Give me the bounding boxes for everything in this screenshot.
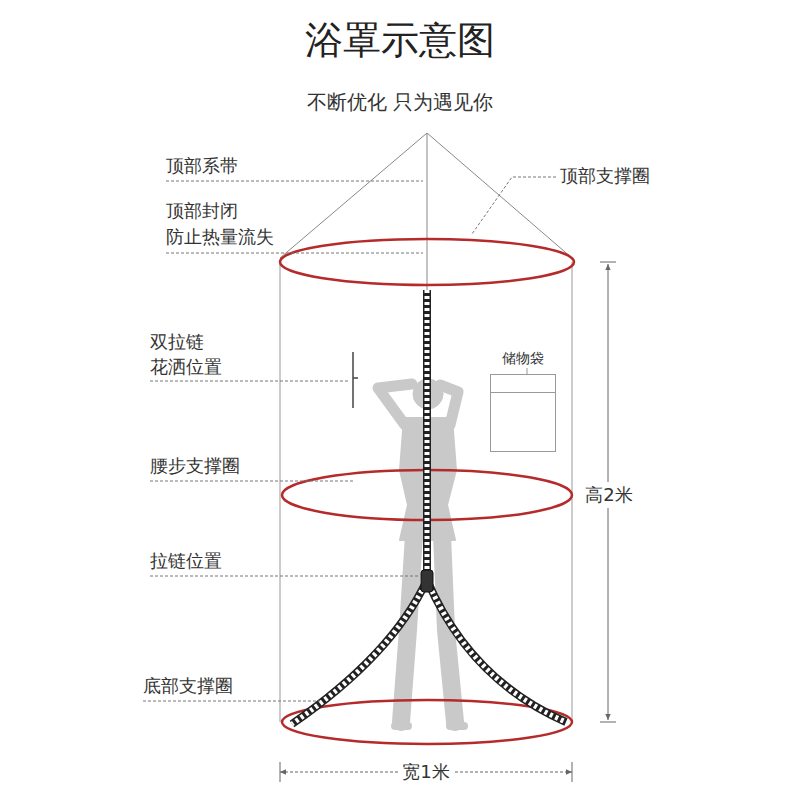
bag-flap	[491, 392, 555, 393]
dimension-label: 高2米	[581, 482, 636, 508]
person-silhouette	[378, 379, 464, 726]
support-rings	[280, 239, 574, 744]
part-label: 花洒位置	[150, 354, 222, 380]
part-label: 腰步支撑圈	[150, 453, 240, 479]
shower-head	[353, 352, 358, 408]
bag-outline	[490, 374, 556, 452]
dimension-lines	[280, 262, 616, 782]
part-label: 顶部系带	[166, 153, 238, 179]
dimension-label: 宽1米	[398, 759, 453, 785]
node-heading: 储物袋	[490, 350, 556, 368]
curtain-walls	[280, 262, 572, 722]
part-label: 顶部支撑圈	[560, 163, 650, 189]
title: 浴罩示意图	[0, 18, 800, 64]
part-label: 拉链位置	[150, 548, 222, 574]
part-label: 顶部封闭 防止热量流失	[166, 198, 284, 250]
part-label: 底部支撑圈	[143, 673, 233, 699]
part-label: 双拉链	[150, 329, 204, 355]
top-cone	[280, 133, 572, 290]
zipper	[292, 290, 566, 724]
storage-bag: 储物袋	[490, 350, 556, 452]
subtitle: 不断优化 只为遇见你	[0, 88, 800, 117]
leader-lines	[143, 177, 556, 701]
